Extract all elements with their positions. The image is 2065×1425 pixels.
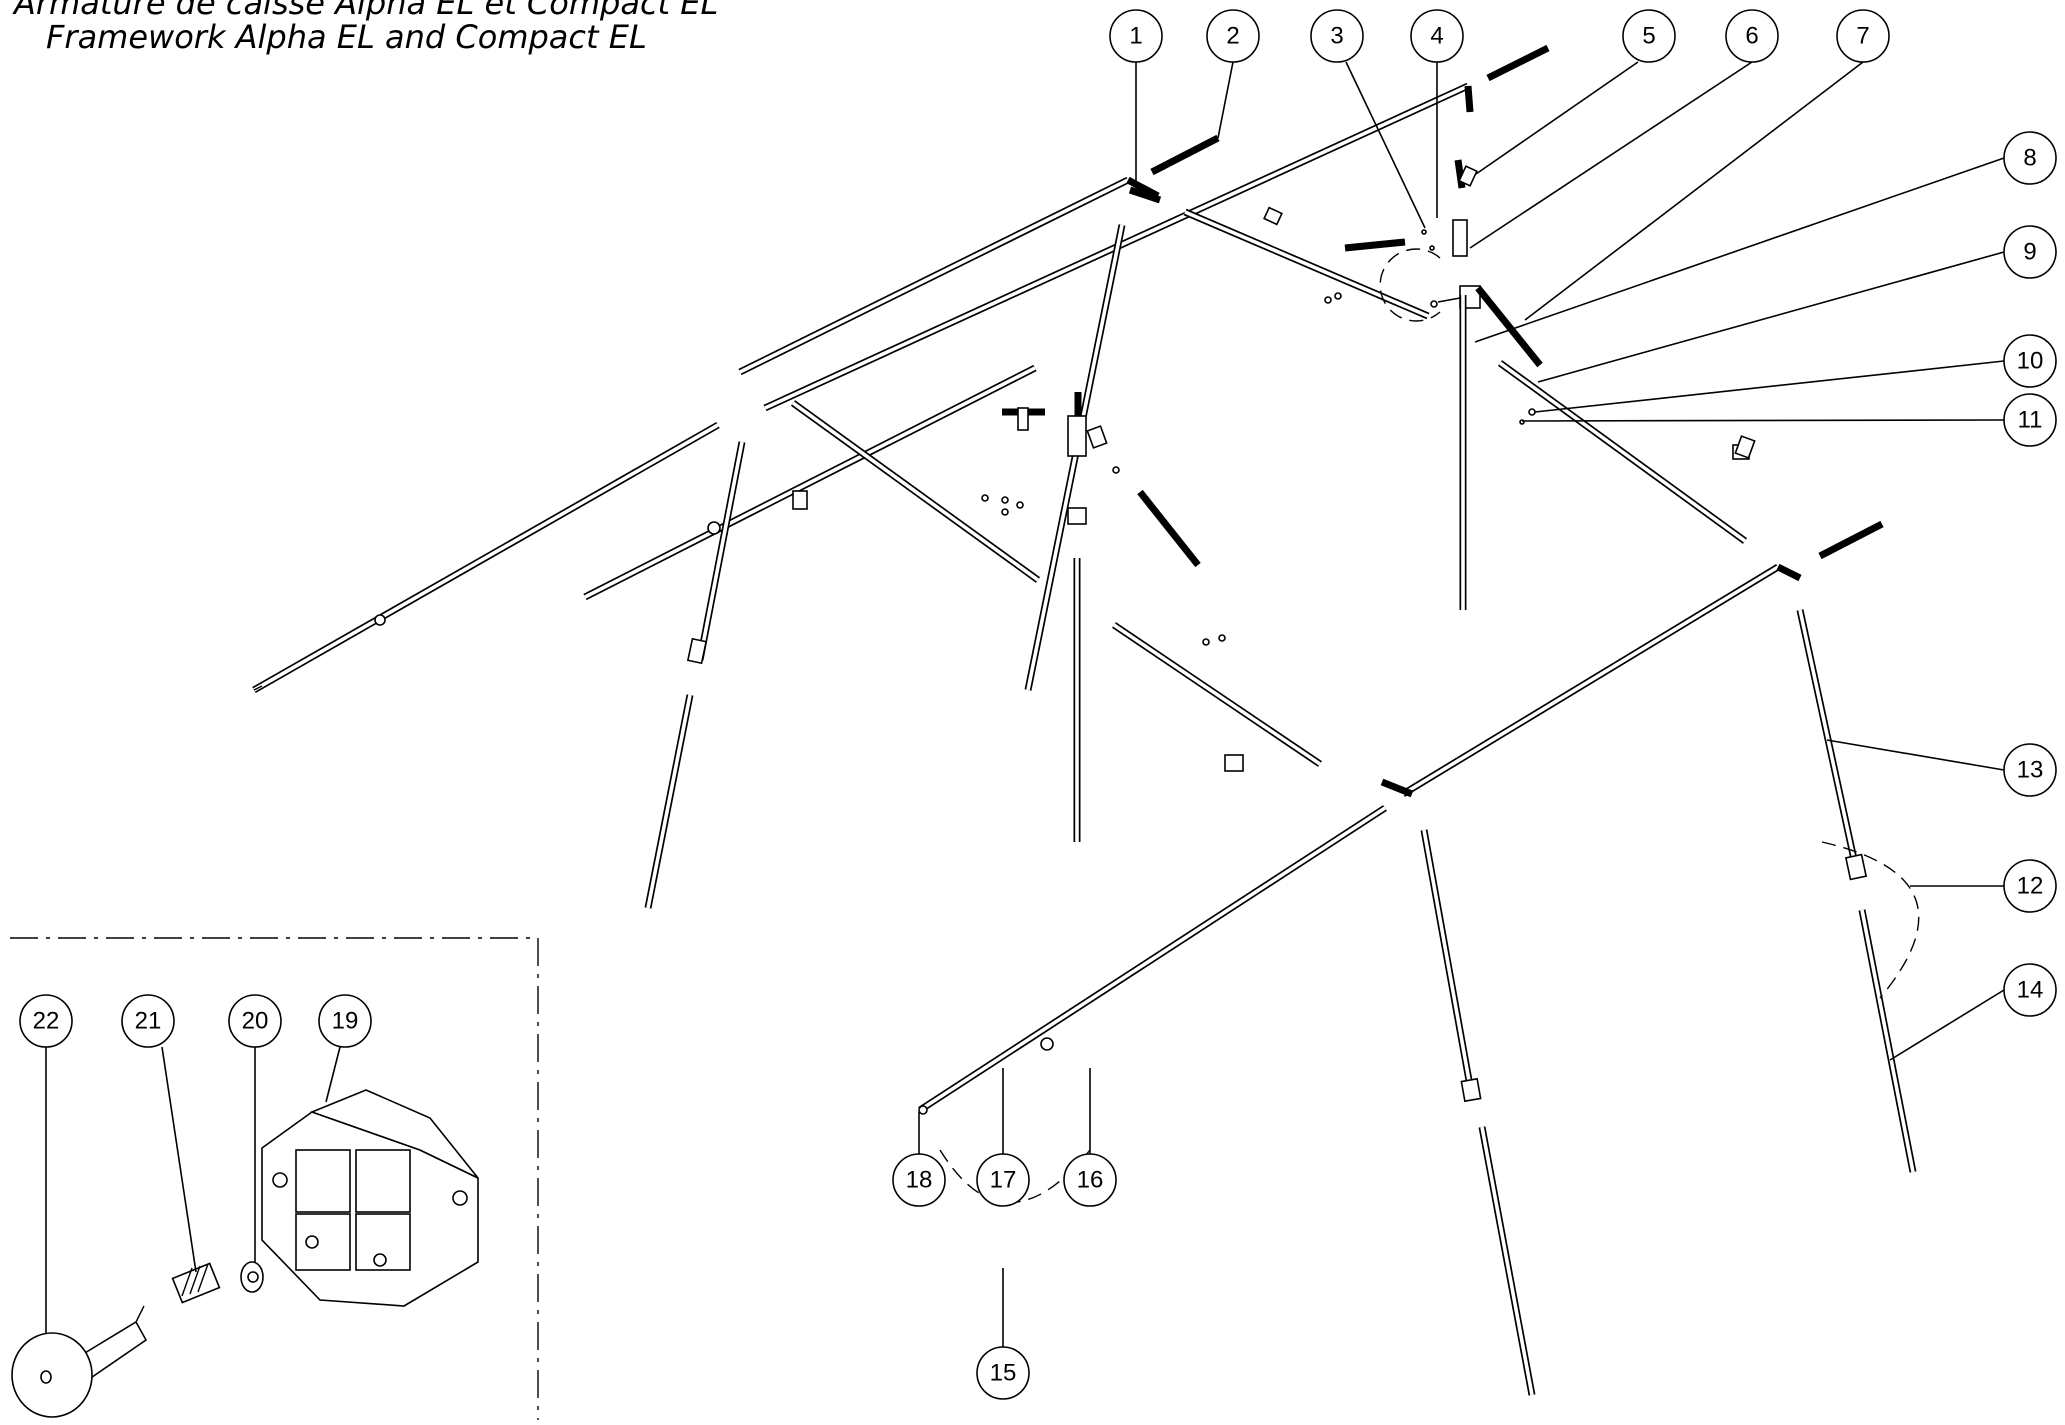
svg-text:3: 3: [1330, 23, 1343, 50]
svg-text:22: 22: [33, 1008, 60, 1035]
callout-11: 11: [2003, 393, 2057, 447]
svg-text:4: 4: [1430, 23, 1443, 50]
svg-text:12: 12: [2017, 873, 2044, 900]
svg-text:17: 17: [990, 1167, 1017, 1194]
detail-arc-corner: [1379, 248, 1441, 322]
washer-20: [240, 1261, 264, 1293]
callout-22: 22: [19, 994, 73, 1048]
svg-text:21: 21: [135, 1008, 162, 1035]
callout-4: 4: [1410, 9, 1464, 63]
group-arc-12: [1821, 841, 1920, 999]
svg-text:20: 20: [242, 1008, 269, 1035]
callout-8: 8: [2003, 131, 2057, 185]
callout-3: 3: [1310, 9, 1364, 63]
callout-16: 16: [1063, 1153, 1117, 1207]
callout-18: 18: [892, 1153, 946, 1207]
spring-21: [171, 1262, 221, 1304]
svg-text:11: 11: [2018, 407, 2043, 434]
svg-text:10: 10: [2017, 348, 2044, 375]
svg-text:5: 5: [1642, 23, 1655, 50]
callout-7: 7: [1836, 9, 1890, 63]
svg-text:19: 19: [332, 1008, 359, 1035]
cross-bar-right: [1497, 360, 1750, 544]
bracket-housing-19: [261, 1089, 479, 1307]
svg-text:16: 16: [1077, 1167, 1104, 1194]
front-left-rail: [918, 805, 1387, 1115]
cross-bar-front: [792, 490, 1322, 772]
callout-13: 13: [2003, 743, 2057, 797]
callout-6: 6: [1725, 9, 1779, 63]
svg-text:1: 1: [1129, 23, 1142, 50]
svg-text:14: 14: [2017, 977, 2044, 1004]
callout-9: 9: [2003, 225, 2057, 279]
diagram-title-en: Framework Alpha EL and Compact EL: [46, 18, 647, 56]
svg-text:18: 18: [906, 1167, 933, 1194]
callout-21: 21: [121, 994, 175, 1048]
callout-1: 1: [1109, 9, 1163, 63]
callout-10: 10: [2003, 334, 2057, 388]
short-tube-2: [1150, 134, 1220, 176]
callout-14: 14: [2003, 963, 2057, 1017]
svg-text:9: 9: [2023, 239, 2036, 266]
callout-2: 2: [1206, 9, 1260, 63]
long-rail-left: [252, 421, 720, 694]
leader-lines: [45, 61, 2005, 1347]
svg-text:6: 6: [1745, 23, 1758, 50]
center-bracket-assembly: [1001, 392, 1201, 568]
framework-drawing: [252, 44, 1917, 1396]
svg-text:2: 2: [1226, 23, 1239, 50]
top-rail-left: [738, 176, 1160, 376]
leveling-foot-22: [11, 1305, 148, 1418]
diagram-title-fr: Armature de caisse Alpha EL et Compact E…: [12, 0, 718, 22]
svg-text:13: 13: [2017, 757, 2044, 784]
svg-text:7: 7: [1856, 23, 1869, 50]
front-rail: [1380, 563, 1802, 798]
long-rail-middle: [583, 364, 1037, 601]
svg-text:15: 15: [990, 1360, 1017, 1387]
svg-text:8: 8: [2023, 145, 2036, 172]
callout-19: 19: [318, 994, 372, 1048]
callout-20: 20: [228, 994, 282, 1048]
callout-12: 12: [2003, 859, 2057, 913]
callout-5: 5: [1622, 9, 1676, 63]
callout-15: 15: [976, 1346, 1030, 1400]
cross-bar-top: [1183, 208, 1430, 320]
callout-17: 17: [976, 1153, 1030, 1207]
inset-detail: [10, 937, 539, 1420]
cross-bar-left: [790, 400, 1041, 583]
